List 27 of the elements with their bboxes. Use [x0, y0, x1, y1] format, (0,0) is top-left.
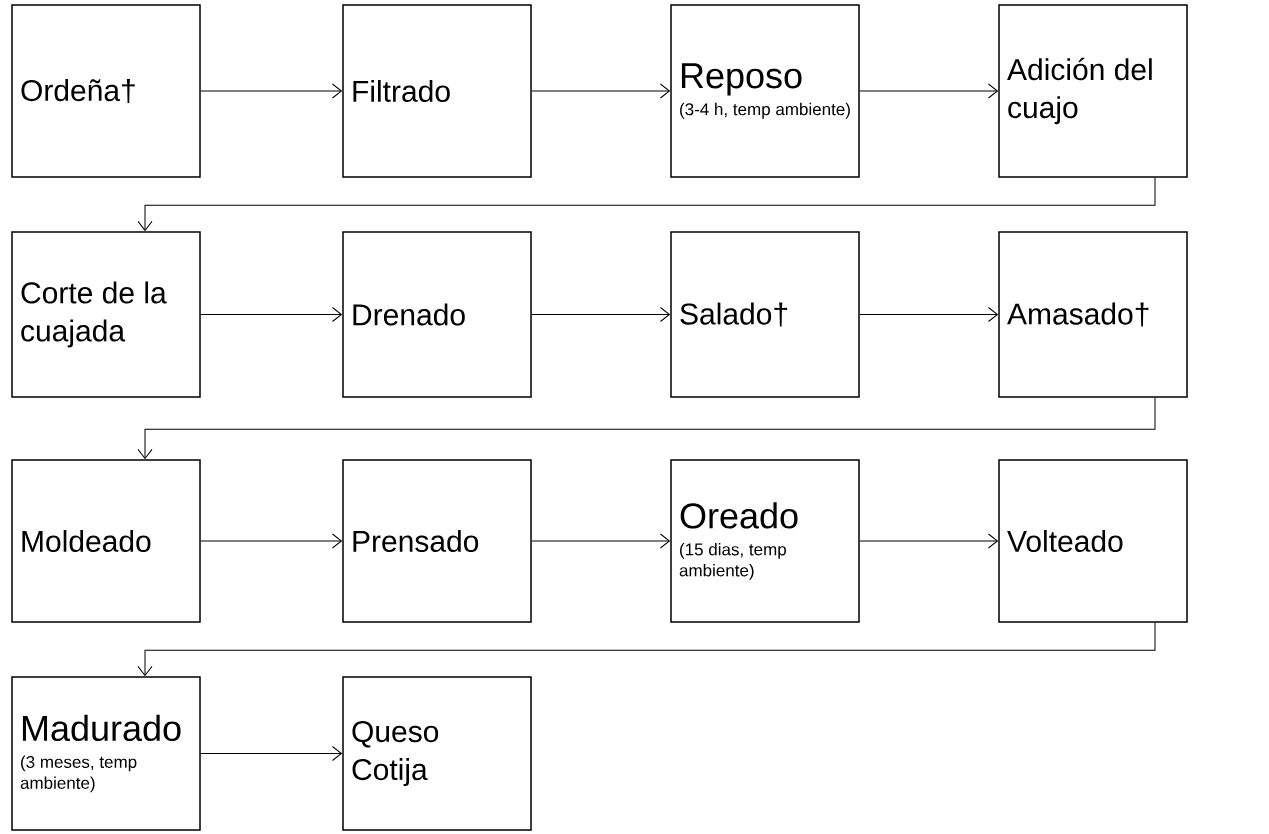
process-box: Volteado	[998, 459, 1188, 623]
arrow	[859, 83, 998, 99]
process-box: Filtrado	[342, 4, 532, 178]
arrow	[200, 533, 342, 549]
process-box: Salado†	[670, 231, 860, 398]
arrow	[200, 746, 342, 761]
process-box: Moldeado	[11, 459, 201, 623]
process-box: Adición del cuajo	[998, 4, 1188, 178]
arrow	[531, 533, 670, 549]
arrow	[200, 83, 342, 99]
arrow	[200, 307, 342, 322]
process-box: Oreado (15 dias, temp ambiente)	[670, 459, 860, 623]
process-box: Queso Cotija	[342, 676, 532, 831]
process-box: Reposo (3-4 h, temp ambiente)	[670, 4, 860, 178]
arrow	[859, 533, 998, 549]
process-box: Amasado†	[998, 231, 1188, 398]
process-box: Madurado (3 meses, temp ambiente)	[11, 676, 201, 831]
process-box: Prensado	[342, 459, 532, 623]
arrow	[859, 307, 998, 322]
arrow	[137, 397, 1156, 459]
arrow	[531, 83, 670, 99]
arrow	[137, 177, 1156, 231]
process-box: Ordeña†	[11, 4, 201, 178]
process-box: Corte de la cuajada	[11, 231, 201, 398]
process-box: Drenado	[342, 231, 532, 398]
arrow	[137, 622, 1156, 676]
arrow	[531, 307, 670, 322]
